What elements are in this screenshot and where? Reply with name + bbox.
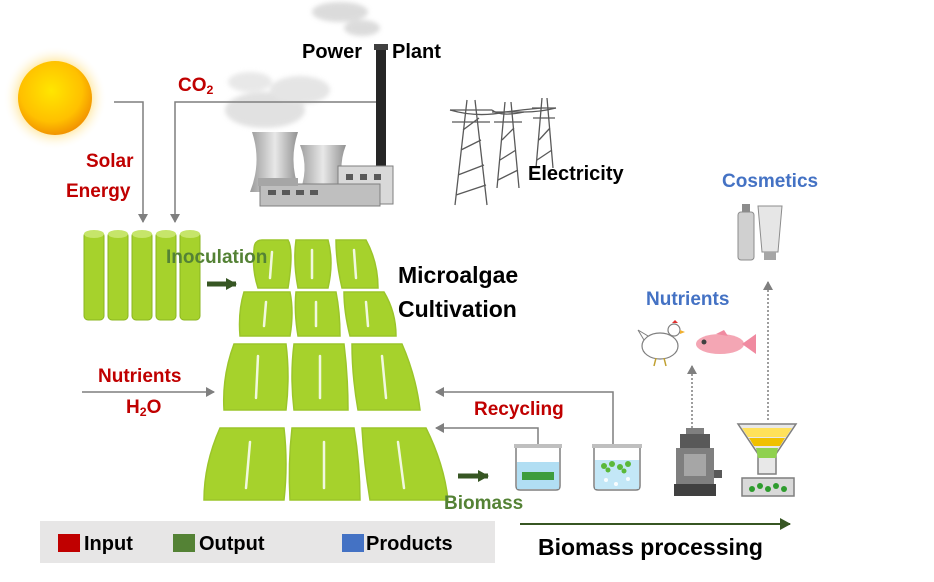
cosmetic-bottles-icon (737, 204, 783, 261)
output-arrows (207, 278, 489, 482)
sun-icon (3, 46, 107, 150)
cultivation-label-1: Microalgae (398, 262, 519, 288)
legend-label-input: Input (84, 533, 133, 555)
photobioreactor-tubes-icon (83, 230, 201, 321)
legend-label-output: Output (199, 533, 265, 555)
biomass-processing-label: Biomass processing (538, 534, 763, 560)
water-label: H2O (126, 397, 162, 420)
recycling-label: Recycling (474, 399, 564, 420)
fish-icon (696, 330, 756, 354)
legend: Input Output Products (40, 521, 495, 563)
nutrients-product-label: Nutrients (646, 289, 730, 310)
beaker-icon (514, 444, 562, 491)
centrifuge-icon (674, 428, 722, 496)
raceway-pond-icon (203, 239, 449, 501)
co2-label: CO2 (178, 75, 214, 98)
chicken-icon (637, 320, 685, 367)
product-arrows (687, 281, 773, 428)
solar-energy-label-2: Energy (66, 181, 131, 202)
power-tower-icon (449, 97, 557, 206)
legend-swatch-input (58, 534, 80, 552)
electricity-label: Electricity (528, 163, 624, 185)
smoke-icon (225, 2, 380, 128)
legend-label-products: Products (366, 533, 453, 555)
filter-funnel-icon (736, 423, 798, 497)
inoculation-label: Inoculation (166, 247, 268, 268)
legend-swatch-products (342, 534, 364, 552)
cultivation-label-2: Cultivation (398, 296, 517, 322)
solar-energy-label-1: Solar (86, 151, 134, 172)
cosmetics-label: Cosmetics (722, 171, 819, 192)
power-plant-label-2: Plant (392, 41, 441, 63)
nutrients-input-label: Nutrients (98, 366, 182, 387)
legend-swatch-output (173, 534, 195, 552)
power-plant-label-1: Power (302, 41, 363, 63)
beaker-icon (592, 444, 642, 491)
power-plant-icon (250, 44, 394, 207)
input-arrows (82, 101, 614, 444)
biomass-label: Biomass (444, 493, 524, 514)
